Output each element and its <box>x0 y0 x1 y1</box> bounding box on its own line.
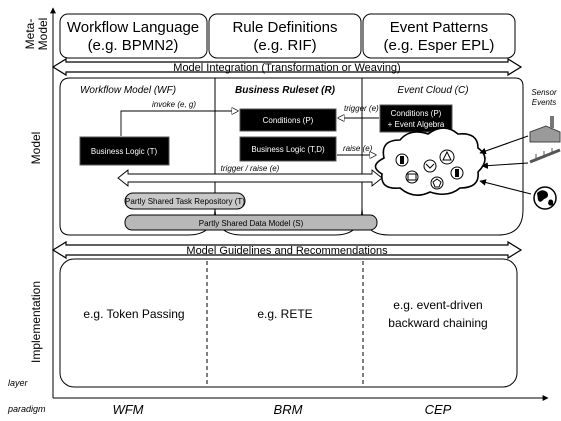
data-model-label: Partly Shared Data Model (S) <box>199 219 304 228</box>
event-symbol-6-mark <box>455 169 459 177</box>
event-symbol-4-mark <box>407 173 417 181</box>
event-symbol-5-mark <box>432 178 442 188</box>
model-integration-label: Model Integration (Transformation or Wea… <box>173 62 400 74</box>
trigger-raise-label: trigger / raise (e) <box>221 164 280 173</box>
event-symbol-1-mark <box>400 156 404 164</box>
raise-label: raise (e) <box>343 144 373 153</box>
layer-label-meta-model-2: Model <box>36 18 50 51</box>
model-guidelines-band <box>51 240 523 260</box>
business-logic-td-box <box>239 136 337 162</box>
sensor-arrow-antenna <box>481 162 529 169</box>
model-guidelines-label: Model Guidelines and Recommendations <box>186 245 388 257</box>
sensor-label-2: Events <box>532 98 556 107</box>
paradigm-wfm: WFM <box>112 402 143 417</box>
meta-box-workflow-line2: (e.g. BPMN2) <box>88 37 179 54</box>
meta-box-rules-line1: Rule Definitions <box>232 19 337 36</box>
antenna-icon <box>529 148 561 164</box>
task-repository-label: Partly Shared Task Repository (T) <box>125 197 245 206</box>
factory-chimney <box>550 116 554 128</box>
factory-icon <box>529 116 561 143</box>
globe-icon <box>533 186 557 210</box>
event-symbol-2 <box>423 159 437 173</box>
event-symbol-3-mark <box>442 150 452 161</box>
meta-box-event-patterns <box>362 13 516 59</box>
layer-axis-label: layer <box>8 378 29 388</box>
layer-label-meta-model-1: Meta- <box>23 19 37 50</box>
paradigm-brm: BRM <box>274 402 303 417</box>
layer-label-implementation: Implementation <box>29 281 43 363</box>
business-logic-t-label: Business Logic (T) <box>91 147 158 156</box>
model-integration-band <box>51 57 523 77</box>
invoke-label: invoke (e, g) <box>152 100 196 109</box>
meta-box-workflow-language <box>59 13 208 59</box>
globe-land-2 <box>548 199 554 206</box>
implementation-cep-line1: e.g. event-driven <box>393 298 482 312</box>
task-repository <box>124 192 246 210</box>
conditions-p-box <box>239 108 337 132</box>
sensor-arrow-factory <box>479 135 529 155</box>
conditions-event-label-2: + Event Algebra <box>388 120 445 129</box>
meta-box-rule-definitions <box>208 13 362 59</box>
conditions-p-label: Conditions (P) <box>263 116 314 125</box>
globe-land-1 <box>537 190 548 202</box>
meta-box-workflow-line1: Workflow Language <box>67 19 199 36</box>
factory-building <box>529 125 561 143</box>
event-cloud-title: Event Cloud (C) <box>397 85 468 96</box>
business-logic-t-box <box>79 136 170 166</box>
business-logic-td-label: Business Logic (T,D) <box>251 145 325 154</box>
meta-box-events-line2: (e.g. Esper EPL) <box>384 37 495 54</box>
meta-box-events-line1: Event Patterns <box>390 19 488 36</box>
conditions-event-label-1: Conditions (P) <box>391 109 442 118</box>
trigger-label: trigger (e) <box>344 104 379 113</box>
implementation-wfm: e.g. Token Passing <box>83 307 184 321</box>
event-symbol-5 <box>430 176 444 190</box>
invoke-arrow <box>120 111 238 136</box>
event-symbols <box>395 149 464 190</box>
business-ruleset-title: Business Ruleset (R) <box>235 85 336 96</box>
workflow-model-title: Workflow Model (WF) <box>80 85 176 96</box>
sensor-arrow-globe <box>479 179 532 195</box>
implementation-brm: e.g. RETE <box>257 307 312 321</box>
layer-label-model: Model <box>29 132 43 165</box>
meta-box-rules-line2: (e.g. RIF) <box>253 37 316 54</box>
trigger-raise-arrow <box>117 169 383 187</box>
data-model <box>124 214 378 231</box>
event-symbol-2-mark <box>425 163 435 169</box>
antenna-beam <box>529 148 561 164</box>
paradigm-cep: CEP <box>425 402 452 417</box>
sensor-label-1: Sensor <box>531 88 557 97</box>
implementation-box <box>59 258 518 388</box>
paradigm-axis-label: paradigm <box>7 404 46 414</box>
implementation-cep-line2: backward chaining <box>388 316 487 330</box>
